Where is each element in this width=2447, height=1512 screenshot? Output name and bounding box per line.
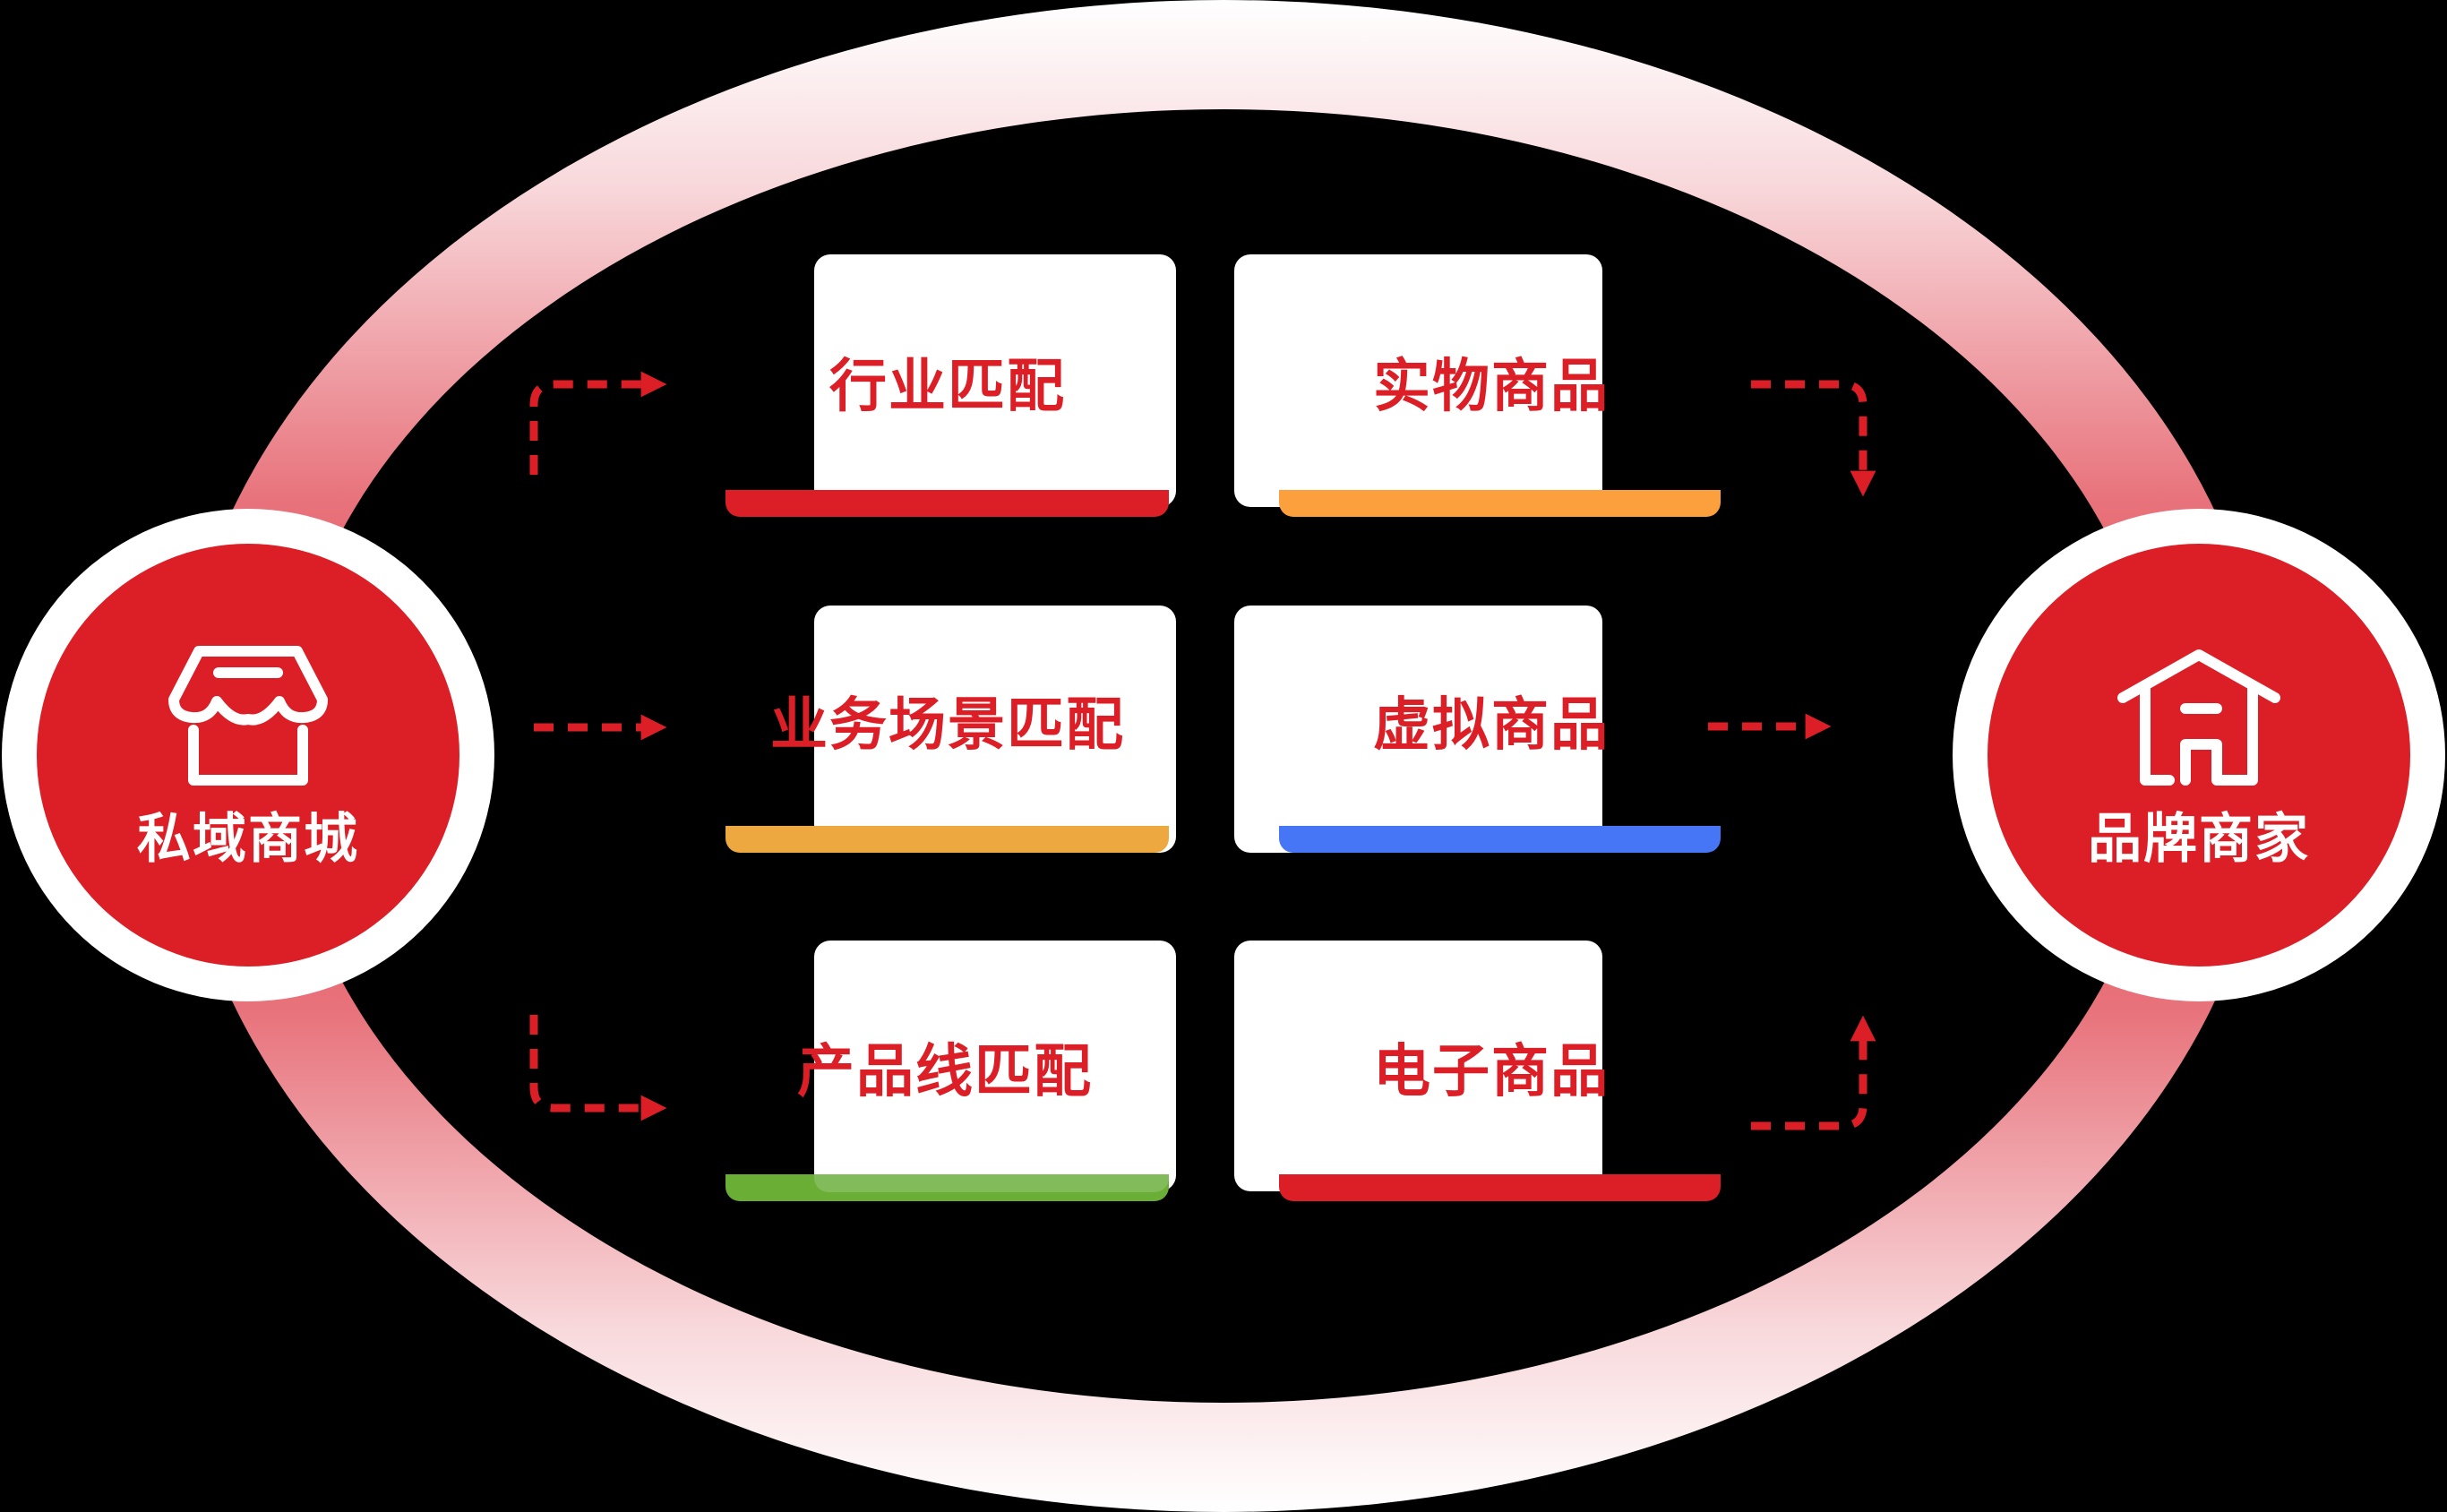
card-label: 行业匹配 [829,354,1066,420]
card-accent-bar [1279,826,1721,853]
card-label: 实物商品 [1373,354,1610,420]
source-node-label: 私域商城 [137,808,359,871]
card-label: 电子商品 [1373,1039,1610,1105]
card-accent-bar [726,826,1169,853]
target-node-label: 品牌商家 [2088,808,2310,871]
source-node: 私域商城 [2,509,494,1001]
storefront-icon [168,646,328,786]
card-body [1234,941,1602,1191]
card-accent-bar [1279,490,1721,517]
house-icon [2117,649,2280,786]
card-body [814,606,1176,853]
card-label: 虚拟商品 [1373,692,1610,759]
target-node: 品牌商家 [1953,509,2445,1001]
card-body [1234,254,1602,507]
card-accent-bar-overlap [814,1174,1169,1192]
card-body [814,254,1176,507]
card-body [814,941,1176,1191]
card-label: 业务场景匹配 [770,692,1125,759]
card-accent-bar [726,490,1169,517]
card-accent-bar [1279,1174,1721,1201]
card-label: 产品线匹配 [797,1039,1093,1105]
card-body [1234,606,1602,853]
